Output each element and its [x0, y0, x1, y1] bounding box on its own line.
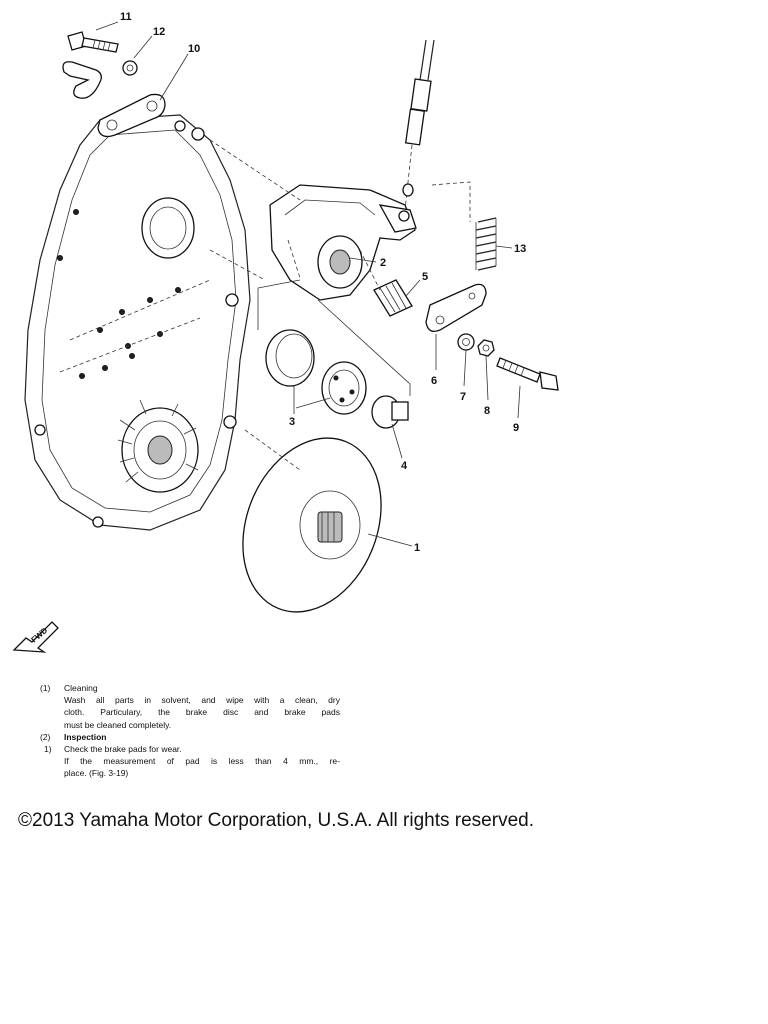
callout-3: 3 — [289, 416, 295, 428]
adjuster-screw — [373, 279, 413, 317]
callout-9: 9 — [513, 422, 519, 434]
callout-12: 12 — [153, 26, 165, 38]
nut-8 — [477, 339, 495, 357]
item-cleaning-heading: (1) Cleaning — [40, 682, 340, 694]
brake-pad-outer — [265, 329, 315, 387]
spring-clip — [62, 61, 102, 99]
item-number: (1) — [40, 683, 51, 693]
subitem-text: Check the brake pads for wear. — [64, 744, 182, 755]
bolt-11 — [67, 31, 119, 53]
callout-2: 2 — [380, 257, 386, 269]
procedure-text: (1) Cleaning Wash all parts in solvent, … — [40, 682, 340, 780]
crankcase-cover — [24, 114, 251, 531]
brake-assembly-diagram: 1 2 3 4 5 6 7 8 9 10 11 12 13 — [24, 11, 559, 613]
spring-13 — [431, 181, 497, 271]
brake-disc — [242, 437, 382, 613]
piston — [371, 395, 409, 429]
callout-11: 11 — [120, 11, 132, 23]
subitem-number: 1) — [44, 744, 52, 755]
brake-pad-inner — [321, 361, 367, 415]
callout-1: 1 — [414, 542, 420, 554]
copyright-notice: ©2013 Yamaha Motor Corporation, U.S.A. A… — [18, 810, 534, 831]
callout-8: 8 — [484, 405, 490, 417]
inspection-line: If the measurement of pad is less than 4… — [64, 756, 340, 767]
washer-12 — [122, 60, 138, 76]
callout-13: 13 — [514, 243, 526, 255]
callout-5: 5 — [422, 271, 428, 283]
cleaning-line: cloth. Particulary, the brake disc and b… — [64, 707, 340, 718]
callout-10: 10 — [188, 43, 200, 55]
callout-7: 7 — [460, 391, 466, 403]
bolt-9 — [496, 357, 559, 391]
item-inspection-heading: (2) Inspection — [40, 731, 340, 743]
item-number: (2) — [40, 731, 51, 742]
item-heading: Inspection — [64, 731, 107, 742]
subitem-heading: 1) Check the brake pads for wear. — [40, 743, 340, 755]
callout-6: 6 — [431, 375, 437, 387]
lever-6 — [425, 283, 487, 333]
washer-7 — [457, 333, 475, 351]
brake-cable — [402, 39, 435, 211]
brake-caliper — [269, 184, 417, 301]
callout-4: 4 — [401, 460, 408, 472]
item-heading: Cleaning — [64, 683, 98, 693]
inspection-line: place. (Fig. 3-19) — [64, 768, 129, 779]
cleaning-line: must be cleaned completely. — [64, 719, 172, 730]
mounting-plate — [97, 93, 166, 138]
cleaning-line: Wash all parts in solvent, and wipe with… — [64, 695, 340, 706]
fwd-arrow-icon: FWD — [12, 621, 59, 653]
